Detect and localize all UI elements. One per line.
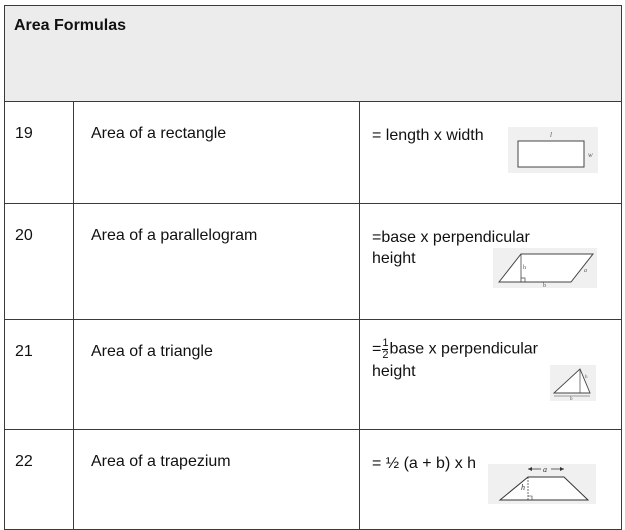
parallelogram-base-label: b <box>543 283 546 288</box>
trapezium-height-label: h <box>521 483 525 492</box>
formula-text-line2: height <box>372 363 416 380</box>
formula-text-line2: height <box>372 250 416 267</box>
row-number: 22 <box>4 429 74 530</box>
table-header-row: Area Formulas <box>3 5 623 102</box>
area-formulas-table: Area Formulas 19 Area of a rectangle = l… <box>3 5 623 530</box>
parallelogram-height-label: h <box>523 265 526 271</box>
row-number: 21 <box>4 319 74 430</box>
formula-name: Area of a parallelogram <box>73 203 360 320</box>
formula-name: Area of a trapezium <box>73 429 360 530</box>
formula-text: = ½ (a + b) x h <box>372 455 477 472</box>
table-title: Area Formulas <box>3 5 623 102</box>
rectangle-width-label: w <box>588 151 593 159</box>
triangle-diagram: h b <box>550 365 596 401</box>
formula-cell: = ½ (a + b) x h a h <box>358 429 623 530</box>
rectangle-diagram: l w <box>508 127 598 173</box>
row-number: 20 <box>4 203 74 320</box>
fraction-numerator: 1 <box>382 337 389 349</box>
fraction-denominator: 2 <box>382 349 389 361</box>
rectangle-length-label: l <box>550 131 552 139</box>
parallelogram-side-label: a <box>584 268 587 274</box>
formula-prefix: = <box>372 340 382 358</box>
table-row: 19 Area of a rectangle = length x width … <box>4 101 623 204</box>
trapezium-diagram: a h <box>488 464 596 504</box>
triangle-height-label: h <box>585 375 588 380</box>
trapezium-top-label: a <box>543 465 547 474</box>
formula-cell: = length x width l w <box>358 101 623 204</box>
formula-text: = length x width <box>372 127 484 144</box>
formula-name: Area of a rectangle <box>73 101 360 204</box>
formula-name: Area of a triangle <box>73 319 360 430</box>
formula-text: base x perpendicular <box>389 340 539 358</box>
formula-cell: =base x perpendicular height h b a <box>358 203 623 320</box>
formula-text-line1: =base x perpendicular <box>372 229 530 246</box>
table-row: 22 Area of a trapezium = ½ (a + b) x h a… <box>4 429 623 530</box>
triangle-base-label: b <box>570 397 573 401</box>
parallelogram-diagram: h b a <box>493 248 597 288</box>
table-row: 20 Area of a parallelogram =base x perpe… <box>4 203 623 320</box>
row-number: 19 <box>4 101 74 204</box>
